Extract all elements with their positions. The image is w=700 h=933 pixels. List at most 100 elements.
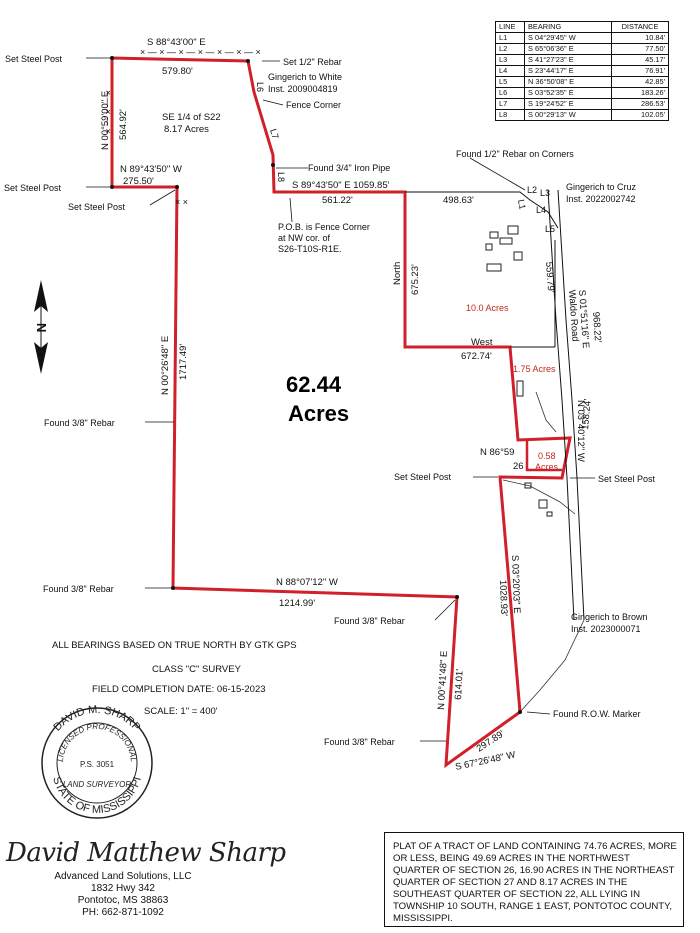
bearing-cell: S 65°06'36" E xyxy=(524,43,612,55)
gingerich-brown-label: Gingerich to Brown xyxy=(571,612,648,622)
surveyor-seal-icon: DAVID M. SHARP LICENSED PROFESSIONAL STA… xyxy=(41,704,153,819)
firm-phone: PH: 662-871-1092 xyxy=(82,907,164,918)
parcel-divider xyxy=(525,440,562,472)
distance-cell: 45.17' xyxy=(611,54,669,66)
north-distance: 675.23' xyxy=(410,264,421,295)
svg-text:P.S. 3051: P.S. 3051 xyxy=(80,760,115,769)
pob-line-2: at NW cor. of xyxy=(278,233,331,243)
one75-acres-label: 1.75 Acres xyxy=(513,364,556,374)
distance-cell: 76.91' xyxy=(611,65,669,77)
bearing-col-header: BEARING xyxy=(524,21,612,33)
line-table-header: LINE BEARING DISTANCE xyxy=(495,21,669,33)
n86-label: N 86°59 xyxy=(480,447,514,458)
bearing-cell: S 19°24'52" E xyxy=(524,98,612,110)
scale-note: SCALE: 1" = 400' xyxy=(144,706,218,717)
line-col-header: LINE xyxy=(495,21,525,33)
north-label: North xyxy=(392,262,403,285)
west-distance: 672.74' xyxy=(461,351,492,362)
found-half-rebar-label: Found 1/2" Rebar on Corners xyxy=(456,149,574,159)
top-bearing: S 88°43'00" E xyxy=(147,37,206,48)
west-upper-bearing: N 00°59'00" E xyxy=(100,91,111,150)
bearing-cell: S 00°29'13" W xyxy=(524,109,612,121)
pob-line-1: P.O.B. is Fence Corner xyxy=(278,222,370,232)
total-acres-number: 62.44 xyxy=(286,372,342,397)
distance-col-header: DISTANCE xyxy=(611,21,669,33)
l8-tag: L8 xyxy=(276,172,286,182)
road-line-west xyxy=(547,189,575,621)
line-cell: L6 xyxy=(495,87,525,99)
waldo-road-label: Waldo Road xyxy=(566,289,581,342)
west-long-bearing: N 00°26'48" E xyxy=(160,336,171,395)
notch-distance: 614.01' xyxy=(453,669,466,701)
line-cell: L4 xyxy=(495,65,525,77)
found-rebar-label-3: Found 3/8" Rebar xyxy=(334,616,405,626)
line-cell: L2 xyxy=(495,43,525,55)
l1-tag: L1 xyxy=(516,199,528,211)
line-cell: L5 xyxy=(495,76,525,88)
bottom-distance: 1214.99' xyxy=(279,598,315,609)
found-pipe-label: Found 3/4" Iron Pipe xyxy=(308,163,390,173)
found-rebar-label-1: Found 3/8" Rebar xyxy=(44,418,115,428)
bearings-note: ALL BEARINGS BASED ON TRUE NORTH BY GTK … xyxy=(52,640,297,651)
distance-cell: 10.84' xyxy=(611,32,669,44)
line-cell: L1 xyxy=(495,32,525,44)
zero58-word: Acres xyxy=(535,462,559,472)
step-bearing: N 89°43'50" W xyxy=(120,164,182,175)
bearing-cell: N 36°50'08" E xyxy=(524,76,612,88)
bearing-cell: S 04°29'45" W xyxy=(524,32,612,44)
legal-description: PLAT OF A TRACT OF LAND CONTAINING 74.76… xyxy=(384,832,684,927)
buildings xyxy=(485,225,553,517)
found-rebar-label-2: Found 3/8" Rebar xyxy=(43,584,114,594)
svg-text:× — × — ×: × — × — × xyxy=(103,90,113,134)
leader-lines xyxy=(86,57,595,742)
north-arrow-icon: N xyxy=(34,280,49,374)
west-upper-distance: 564.92' xyxy=(118,109,129,140)
top-distance: 579.80' xyxy=(162,66,193,77)
svg-text:LAND SURVEYOR: LAND SURVEYOR xyxy=(63,780,132,789)
zero58-number: 0.58 xyxy=(538,451,556,461)
west-long-distance: 1717.49' xyxy=(178,344,189,380)
east-mid-distance: 1028.93' xyxy=(497,580,509,617)
distance-cell: 42.85' xyxy=(611,76,669,88)
l7-tag: L7 xyxy=(268,128,281,141)
found-row-label: Found R.O.W. Marker xyxy=(553,709,641,719)
main-bearing: S 89°43'50" E 1059.85' xyxy=(292,180,390,191)
svg-text:LICENSED PROFESSIONAL: LICENSED PROFESSIONAL xyxy=(56,722,138,762)
n86-distance: 26 xyxy=(513,461,524,472)
main-dist-right: 498.63' xyxy=(443,195,474,206)
fence-corner-label: Fence Corner xyxy=(286,100,341,110)
line-cell: L8 xyxy=(495,109,525,121)
corner-markers xyxy=(110,56,522,714)
road-line-east xyxy=(557,189,585,621)
field-date-note: FIELD COMPLETION DATE: 06-15-2023 xyxy=(92,684,266,695)
line-cell: L7 xyxy=(495,98,525,110)
l5-tag: L5 xyxy=(545,224,555,234)
l2-tag: L2 xyxy=(527,185,537,195)
se-quarter-label: SE 1/4 of S22 xyxy=(162,112,221,123)
gingerich-brown-inst: Inst. 2023000071 xyxy=(571,624,641,634)
set-steel-post-2: Set Steel Post xyxy=(4,183,62,193)
class-note: CLASS "C" SURVEY xyxy=(152,664,241,675)
bearing-cell: S 23°44'17" E xyxy=(524,65,612,77)
l4-tag: L4 xyxy=(536,205,546,215)
gingerich-white-label: Gingerich to White xyxy=(268,72,342,82)
bearing-cell: S 03°52'35" E xyxy=(524,87,612,99)
parcel-divider-black xyxy=(405,191,559,348)
l6-tag: L6 xyxy=(255,82,265,92)
l3-tag: L3 xyxy=(540,188,550,198)
distance-cell: 102.05' xyxy=(611,109,669,121)
distance-cell: 77.50' xyxy=(611,43,669,55)
firm-address: 1832 Hwy 342 xyxy=(91,883,155,894)
found-rebar-label-4: Found 3/8" Rebar xyxy=(324,737,395,747)
east-mid-bearing: S 03°20'03" E xyxy=(509,555,522,614)
bottom-bearing: N 88°07'12" W xyxy=(276,577,338,588)
